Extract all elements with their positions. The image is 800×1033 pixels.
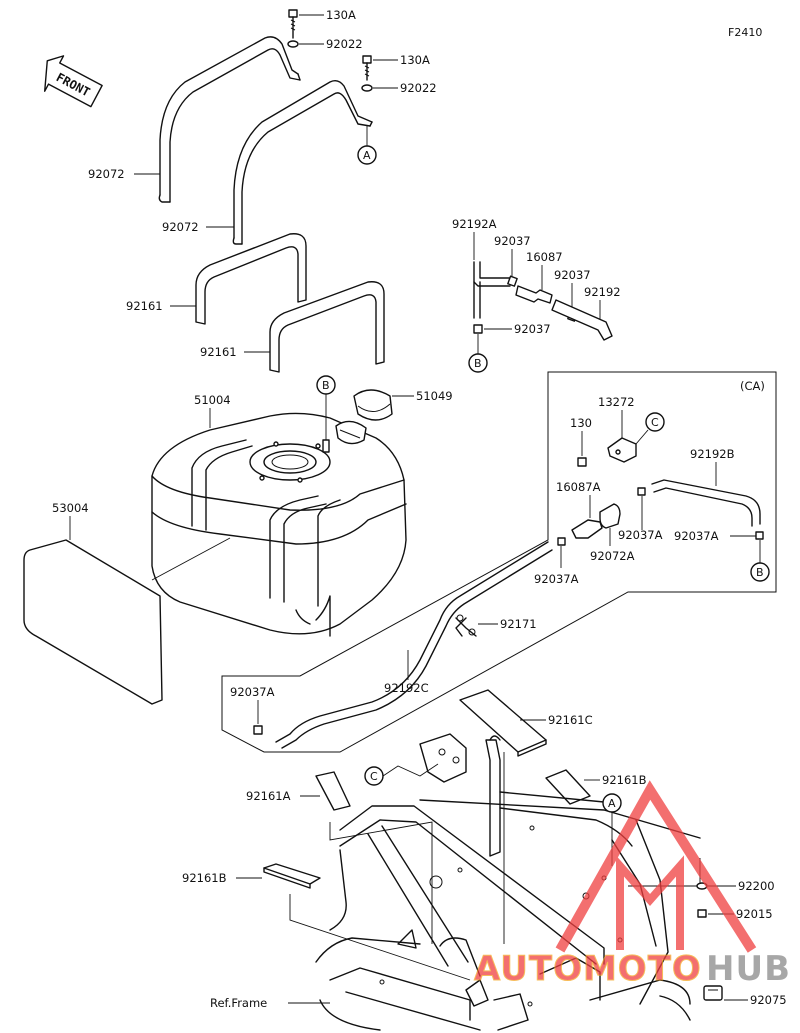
hose-92192c [275, 541, 553, 749]
hose-92192 [551, 299, 613, 341]
band-92072-front [232, 79, 373, 245]
bolt-130a-upper [288, 9, 298, 39]
callout-a-frame-label: A [608, 797, 616, 810]
label-92037a-1: 92037A [618, 528, 663, 542]
label-92037-c: 92037 [514, 322, 551, 336]
front-arrow-icon: FRONT [44, 55, 103, 108]
band-92072-rear [158, 36, 301, 203]
holder-92072a [599, 503, 621, 529]
figure-code: F2410 [728, 26, 762, 39]
label-92072a: 92072A [590, 549, 635, 563]
clamp-92037a-1 [637, 487, 646, 496]
callout-b-inset [750, 562, 770, 582]
callout-c-inset [645, 412, 665, 432]
label-53004: 53004 [52, 501, 89, 515]
label-92022-upper: 92022 [326, 37, 363, 51]
hose-92192a [473, 261, 513, 319]
label-92192a: 92192A [452, 217, 497, 231]
bolt-130a-lower [362, 55, 372, 81]
pad-92161a [315, 771, 351, 811]
label-92072-rear: 92072 [88, 167, 125, 181]
clamp-92037a-4 [253, 725, 263, 735]
label-130a-lower: 130A [400, 53, 430, 67]
label-130a-upper: 130A [326, 8, 356, 22]
clamp-92037-a [507, 275, 518, 287]
label-92037a-2: 92037A [674, 529, 719, 543]
label-92161c: 92161C [548, 713, 593, 727]
bolt-130 [577, 457, 587, 467]
hose-92192b [651, 479, 761, 527]
pad-92161-front [269, 281, 385, 373]
bracket-13272 [607, 437, 637, 463]
callout-a-upper-label: A [363, 149, 371, 162]
label-92075: 92075 [750, 993, 787, 1007]
label-92161-front: 92161 [200, 345, 237, 359]
nut-92015 [697, 909, 707, 918]
label-13272: 13272 [598, 395, 635, 409]
plate-53004 [23, 539, 163, 705]
washer-92022-upper [287, 40, 299, 48]
washer-92022-lower [361, 84, 373, 92]
valve-16087 [515, 285, 553, 304]
label-16087a: 16087A [556, 480, 601, 494]
cap-92075 [703, 985, 723, 1001]
label-92192c: 92192C [384, 681, 429, 695]
pad-92161b-left [263, 863, 321, 889]
callout-c-inset-label: C [651, 416, 659, 429]
fuel-cap-51049 [335, 389, 393, 445]
label-92037a-3: 92037A [534, 572, 579, 586]
label-92015: 92015 [736, 907, 773, 921]
label-92072-front: 92072 [162, 220, 199, 234]
ca-inset-label: (CA) [740, 379, 765, 393]
label-51004: 51004 [194, 393, 231, 407]
callout-b-inset-label: B [756, 566, 764, 579]
ref-frame-label: Ref.Frame [210, 996, 267, 1010]
fuel-tank-51004 [151, 412, 407, 637]
label-92022-lower: 92022 [400, 81, 437, 95]
callout-a-upper [357, 145, 377, 165]
callout-b-tank-label: B [322, 379, 330, 392]
label-92192b: 92192B [690, 447, 735, 461]
callout-c-frame-label: C [370, 770, 378, 783]
clamp-92037a-3 [557, 537, 566, 546]
clamp-92037a-2 [755, 531, 764, 540]
callout-b-vent [468, 353, 488, 373]
label-92161a: 92161A [246, 789, 291, 803]
label-92037a-4: 92037A [230, 685, 275, 699]
label-130: 130 [570, 416, 592, 430]
clamp-92037-c [473, 324, 483, 334]
automotohub-watermark: AUTOMOTO HUB [474, 780, 791, 990]
callout-b-vent-label: B [474, 357, 482, 370]
label-92161-rear: 92161 [126, 299, 163, 313]
label-16087: 16087 [526, 250, 563, 264]
label-92171: 92171 [500, 617, 537, 631]
watermark-text-left: AUTOMOTO [474, 949, 702, 989]
tank-vent-nipple [322, 439, 330, 453]
label-92037-b: 92037 [554, 268, 591, 282]
label-92037-a: 92037 [494, 234, 531, 248]
pad-92161c [459, 689, 547, 757]
label-92200: 92200 [738, 879, 775, 893]
watermark-text-right: HUB [706, 949, 791, 989]
label-92161b-right: 92161B [602, 773, 647, 787]
label-51049: 51049 [416, 389, 453, 403]
valve-16087a [571, 519, 603, 539]
clip-92171 [455, 614, 477, 637]
label-92192: 92192 [584, 285, 621, 299]
label-92161b-left: 92161B [182, 871, 227, 885]
ca-inset-frame [221, 371, 777, 753]
pad-92161-rear [195, 233, 307, 325]
pad-92161b-right [545, 769, 591, 805]
